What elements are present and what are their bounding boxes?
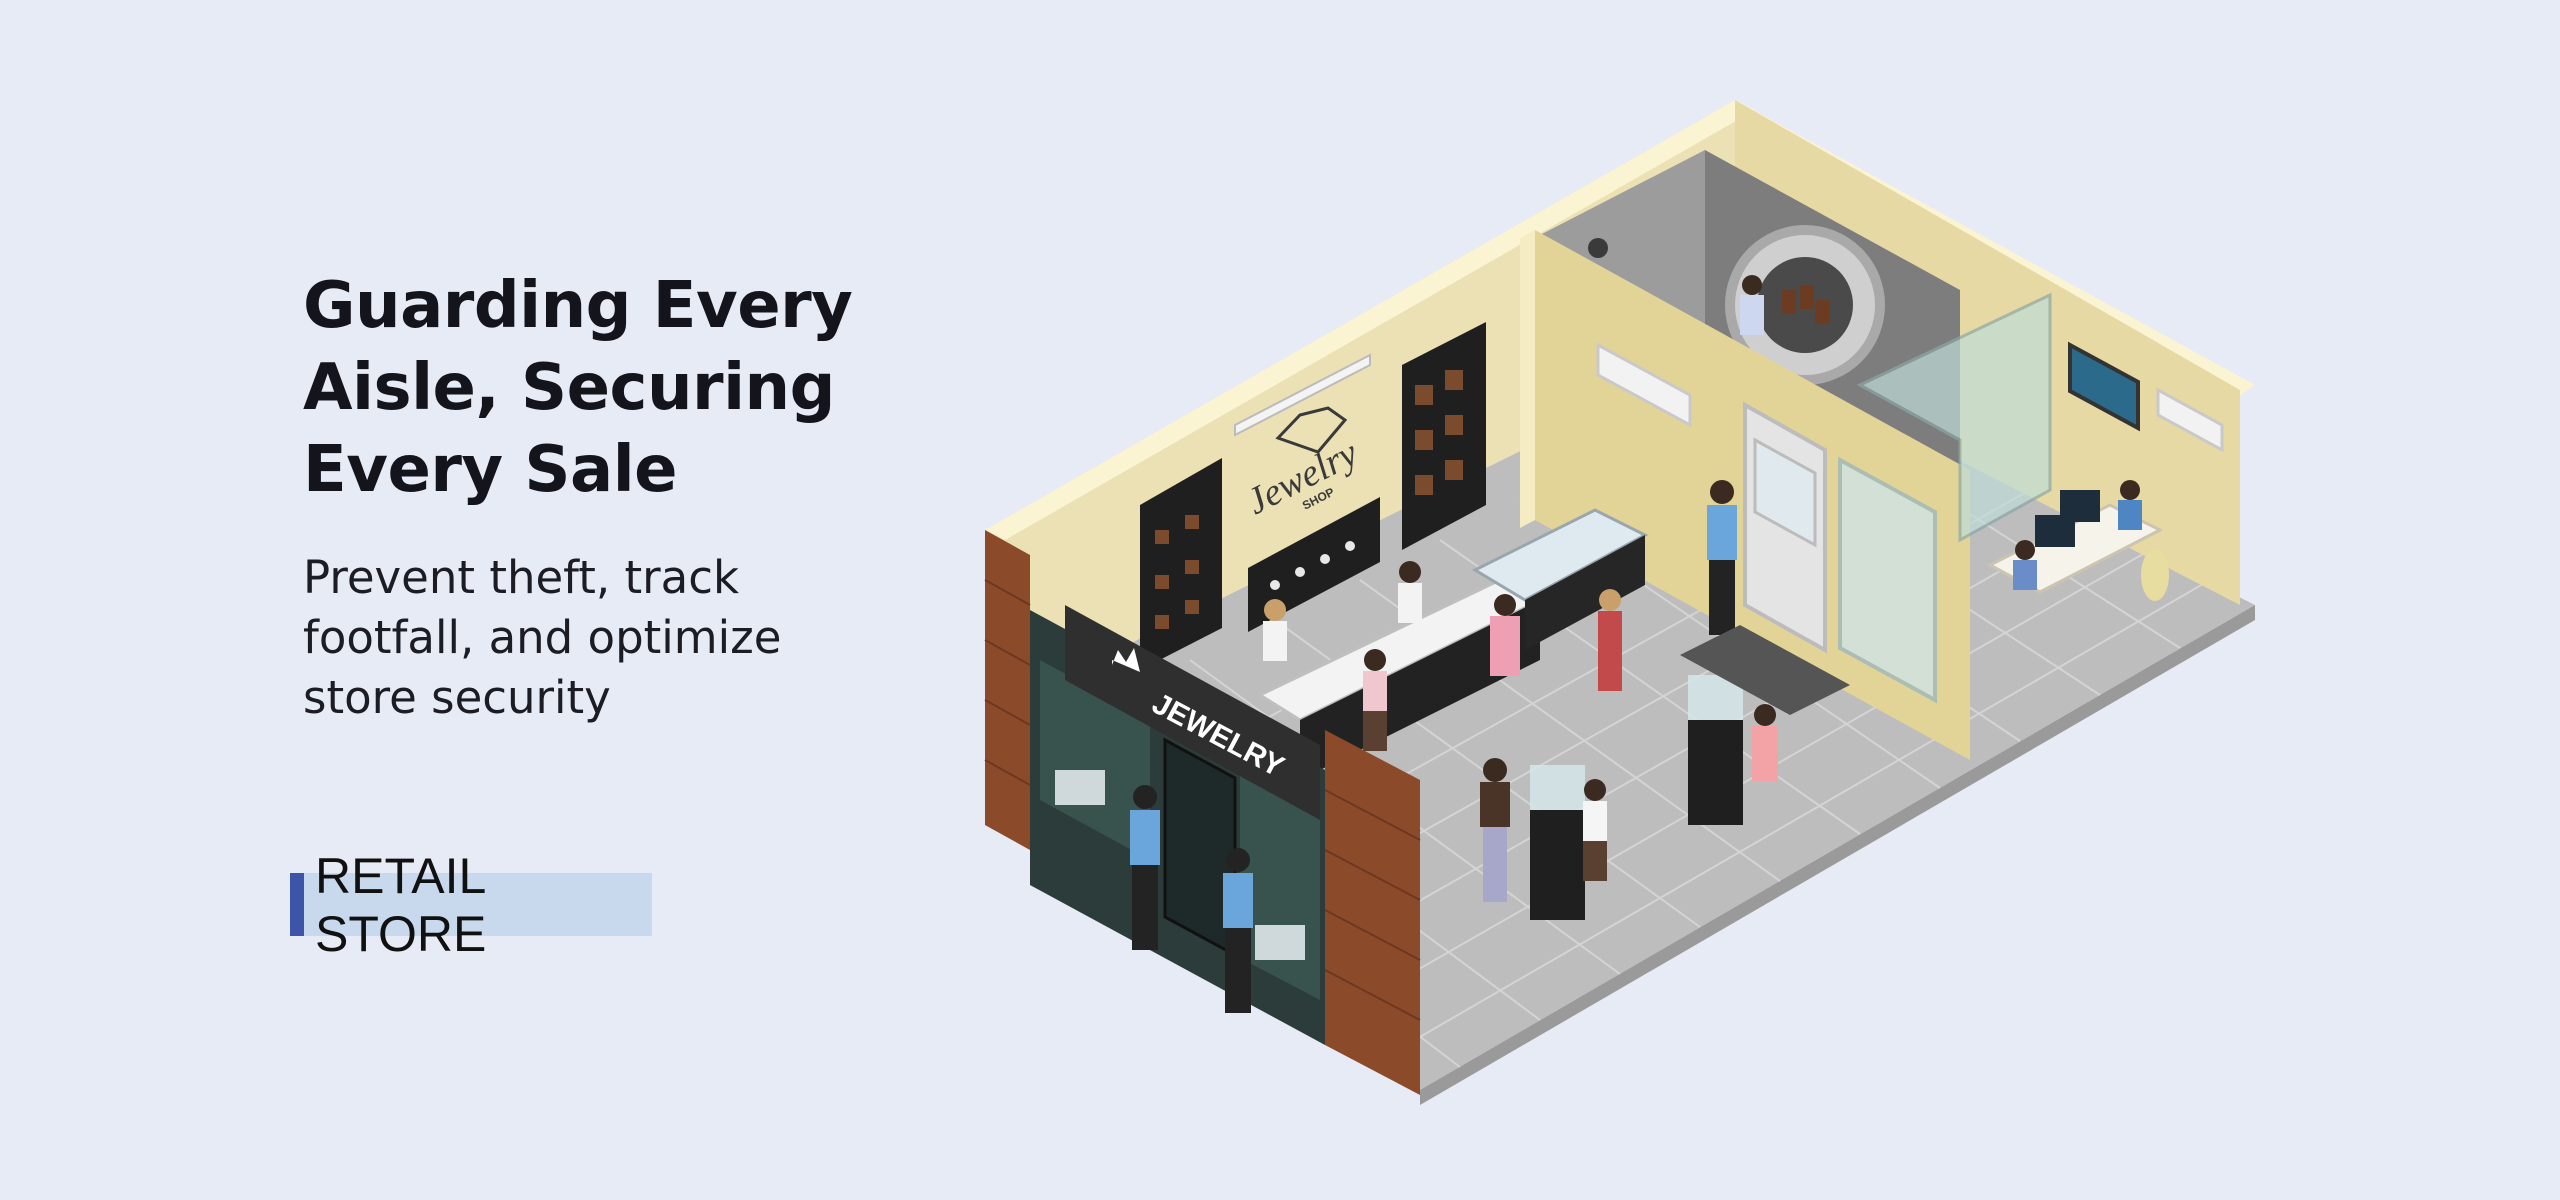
brick-pillar-left: [985, 530, 1030, 850]
hero-title-line-3: Every Sale: [303, 433, 678, 507]
vault-guard: [1740, 275, 1764, 335]
shopper-1: [1480, 758, 1510, 902]
wall-display-items-2: [1270, 541, 1355, 590]
pedestal-display-1: [1530, 765, 1585, 920]
hero-subtitle-line-1: Prevent theft, track: [303, 551, 740, 604]
security-guard-interior: [1707, 480, 1737, 635]
hero-subtitle-line-3: store security: [303, 671, 611, 724]
shopper-3: [1598, 589, 1622, 691]
window-display-items: [1055, 770, 1305, 960]
office-worker-2: [2118, 480, 2142, 530]
shopper-6: [1363, 649, 1387, 751]
glass-display-counter-base: [1525, 535, 1645, 650]
glass-partition-back: [1856, 292, 2052, 543]
door-window-panes: [1753, 437, 1817, 548]
staff-2: [1263, 599, 1287, 661]
retail-store-tag-label: RETAIL STORE: [315, 847, 487, 962]
hero-title-line-2: Aisle, Securing: [303, 351, 835, 425]
air-conditioner-right: [2156, 387, 2224, 453]
office-lamp: [2141, 549, 2169, 601]
wall-display-shelves-1: [1155, 515, 1199, 629]
shopper-2: [1583, 779, 1607, 881]
hero-title: Guarding Every Aisle, Securing Every Sal…: [303, 265, 923, 511]
shopper-figures: [1263, 275, 1778, 902]
wall-light: [1234, 353, 1371, 437]
jewelry-counter-base: [1300, 600, 1540, 780]
brick-pillar-right: [1325, 730, 1420, 1095]
diamond-icon: [1275, 406, 1348, 454]
floor-front-edge: [1420, 605, 2255, 1105]
partition-wall-front: [1520, 230, 1535, 528]
wall-display-case-2: [1248, 497, 1380, 632]
wall-monitor: [2068, 341, 2140, 432]
wall-top-left: [985, 100, 1755, 540]
vault-jewelry-boxes: [1782, 285, 1829, 324]
entry-mat: [1680, 625, 1850, 715]
security-guard-2: [1223, 848, 1253, 1013]
glass-office-wall: [1838, 456, 1937, 704]
hero-subtitle: Prevent theft, track footfall, and optim…: [303, 548, 903, 728]
shopper-4: [1490, 594, 1520, 676]
office-computer-2: [2060, 490, 2100, 522]
crown-icon: [1112, 648, 1140, 672]
security-camera-icon: [1588, 238, 1608, 258]
staff-1: [1398, 561, 1422, 623]
pedestal-display-2: [1688, 675, 1743, 825]
hero-title-line-1: Guarding Every: [303, 269, 853, 343]
hero-subtitle-line-2: footfall, and optimize: [303, 611, 782, 664]
air-conditioner-left: [1596, 342, 1692, 428]
retail-store-tag: RETAIL STORE: [290, 848, 652, 962]
shopper-5: [1752, 704, 1778, 781]
security-guard-1: [1130, 785, 1160, 950]
office-worker-1: [2013, 540, 2037, 590]
wall-display-shelves-3: [1415, 370, 1463, 495]
brick-lines: [984, 579, 1421, 1021]
